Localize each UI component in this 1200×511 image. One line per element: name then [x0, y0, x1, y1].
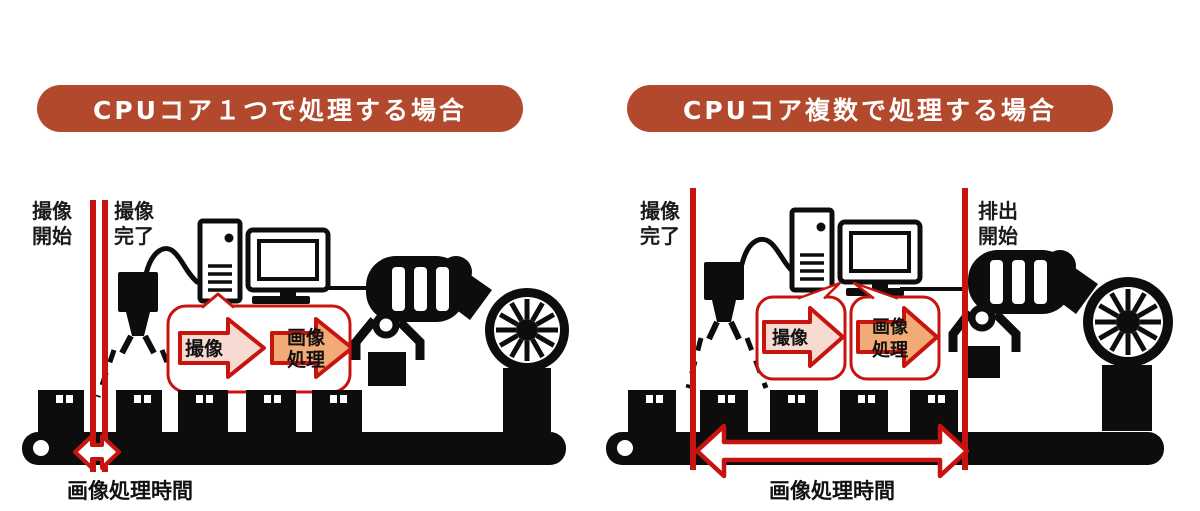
header-single-core: CPUコア１つで処理する場合 [37, 85, 523, 132]
rotary-wheel-icon [485, 288, 569, 432]
product-box [38, 390, 84, 432]
product-box [628, 390, 676, 432]
product-box [770, 390, 818, 432]
processing-step-label-line2: 処理 [287, 348, 325, 371]
pc-tower-icon [789, 207, 835, 293]
bubble-tail [797, 281, 842, 300]
camera-icon [95, 272, 184, 398]
marker-label-capture-done-line2: 完了 [640, 224, 680, 248]
diagram-single-core: 撮像 画像 処理 [22, 199, 569, 503]
marker-label-capture-start-line1: 撮像 [32, 199, 73, 223]
bubble-tail [852, 281, 899, 300]
processing-step-arrow [270, 317, 354, 379]
bubble-tail [201, 292, 235, 309]
product-box [246, 390, 296, 432]
marker-line-capture-done [102, 200, 108, 472]
robot-gripper-icon [948, 250, 1098, 378]
monitor-icon [245, 227, 370, 304]
product-box [312, 390, 362, 432]
diagram-multi-core: 撮像 画像 処理 [606, 188, 1173, 503]
monitor-icon [837, 219, 964, 296]
marker-label-eject-start-line2: 開始 [978, 224, 1018, 248]
processing-step-arrow [856, 306, 939, 368]
header-single-core-label: CPUコア１つで処理する場合 [93, 95, 467, 125]
processing-step-label-line2: 処理 [872, 339, 908, 361]
process-bubble-processing: 画像 処理 [849, 281, 941, 381]
capture-step-arrow [178, 317, 266, 379]
product-box [910, 390, 958, 432]
duration-double-arrow [694, 423, 970, 479]
marker-line-eject-start [962, 188, 968, 470]
duration-label: 画像処理時間 [769, 479, 895, 503]
header-multi-core-label: CPUコア複数で処理する場合 [683, 95, 1057, 125]
camera-icon [685, 262, 769, 389]
conveyor-belt [22, 432, 566, 465]
capture-step-label: 撮像 [185, 337, 224, 360]
process-bubble: 撮像 画像 処理 [166, 292, 354, 394]
marker-line-capture-start [90, 200, 96, 472]
process-bubble-capture: 撮像 [755, 281, 847, 381]
header-multi-core: CPUコア複数で処理する場合 [627, 85, 1113, 132]
rotary-wheel-icon [1083, 277, 1173, 431]
product-box [840, 390, 888, 432]
marker-label-eject-start-line1: 排出 [978, 199, 1018, 223]
camera-cable [143, 246, 200, 285]
gripped-box [368, 352, 406, 386]
processing-step-label-line1: 画像 [287, 326, 326, 349]
product-box [116, 390, 162, 432]
marker-label-capture-done-line1: 撮像 [640, 199, 681, 223]
gripped-box [966, 346, 1000, 378]
marker-line-capture-done [690, 188, 696, 470]
duration-label: 画像処理時間 [67, 479, 193, 503]
marker-label-capture-done-line2: 完了 [114, 224, 154, 248]
marker-label-capture-done-line1: 撮像 [114, 199, 155, 223]
processing-step-label-line1: 画像 [872, 317, 909, 338]
duration-double-arrow [73, 434, 121, 470]
capture-step-label: 撮像 [772, 327, 809, 349]
robot-gripper-icon [351, 256, 492, 386]
pc-tower-icon [197, 218, 243, 304]
product-box [178, 390, 228, 432]
marker-label-capture-start-line2: 開始 [32, 224, 72, 248]
capture-step-arrow [762, 306, 845, 368]
camera-cable [739, 237, 796, 275]
product-boxes [628, 390, 958, 432]
product-boxes [38, 390, 362, 432]
